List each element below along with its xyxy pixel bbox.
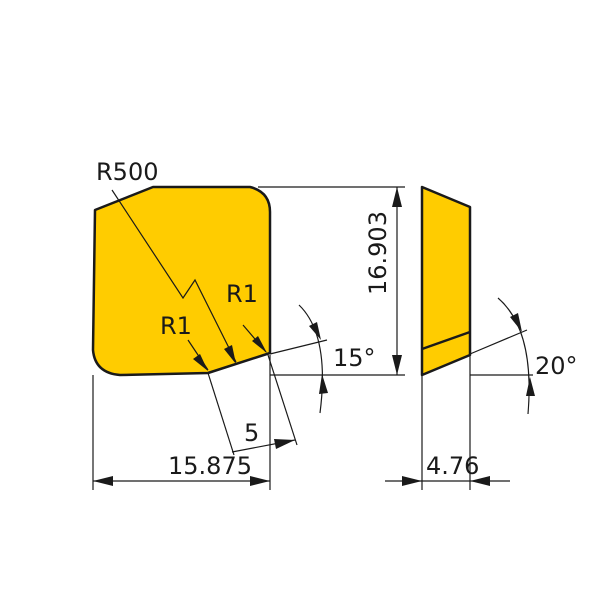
arrow-head	[252, 336, 267, 353]
arrow-head	[274, 439, 295, 449]
radius-large-label: R500	[96, 158, 158, 186]
arrow-head	[402, 476, 422, 486]
arrow-head	[319, 374, 328, 394]
height-label: 16.903	[364, 211, 392, 295]
arrow-head	[250, 476, 270, 486]
angle-reference-line	[269, 339, 328, 355]
radius-small-right-label: R1	[226, 280, 258, 308]
angle-side-label: 20°	[535, 352, 578, 380]
arrow-head	[392, 187, 402, 207]
angle-arc-20	[497, 297, 530, 415]
thickness-label: 4.76	[426, 452, 479, 480]
chamfer-length-label: 5	[244, 419, 259, 447]
r500-leader	[111, 189, 237, 363]
radius-small-left-label: R1	[160, 312, 192, 340]
arrow-head	[526, 377, 535, 396]
width-label: 15.875	[168, 452, 252, 480]
angle-arc-15	[298, 304, 324, 414]
angle-reference-line	[469, 329, 528, 355]
angle-front-label: 15°	[333, 344, 376, 372]
arrow-head	[309, 322, 321, 340]
arrow-head	[392, 355, 402, 375]
insert-front-view	[91, 185, 272, 377]
arrow-head	[93, 476, 113, 486]
extension-line	[207, 372, 235, 456]
arrow-head	[470, 476, 490, 486]
arrow-head	[193, 354, 208, 371]
side-view-edge	[421, 330, 471, 351]
extension-line	[267, 354, 298, 446]
arrow-head	[224, 345, 236, 364]
arrow-head	[510, 313, 522, 332]
